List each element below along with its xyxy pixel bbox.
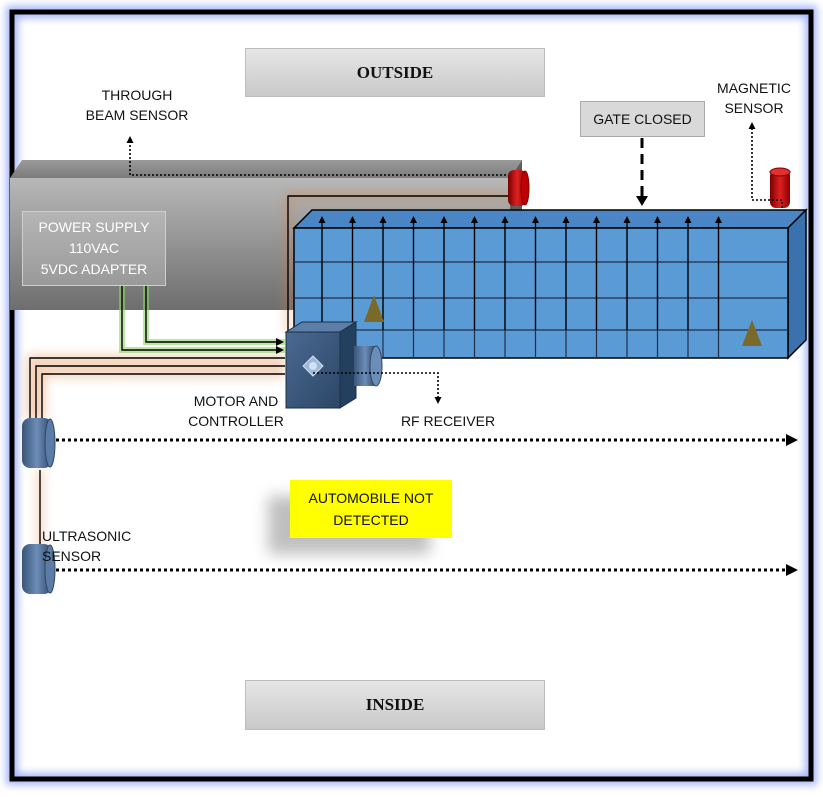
magnetic-sensor-label: MAGNETIC SENSOR: [717, 80, 791, 116]
outside-text: OUTSIDE: [356, 62, 434, 82]
gate-status-text: GATE CLOSED: [593, 111, 692, 127]
automobile-status-box: AUTOMOBILE NOT DETECTED: [290, 480, 452, 538]
outer-frame: [6, 6, 817, 785]
ultrasonic-emitter-upper: [22, 418, 56, 468]
ultrasonic-emitter-lower: [22, 544, 56, 594]
gate-stop-right: [742, 320, 762, 346]
leader-lines: [126, 122, 783, 404]
inside-label: INSIDE: [245, 680, 545, 730]
gate-stop-left: [364, 295, 384, 322]
green-wiring: [119, 285, 285, 354]
motor-controller-label: MOTOR AND CONTROLLER: [188, 393, 284, 429]
rf-receiver-label: RF RECEIVER: [400, 413, 496, 429]
inside-text: INSIDE: [365, 695, 425, 714]
gate-status-box: GATE CLOSED: [580, 101, 705, 137]
gate-arm: [292, 208, 808, 360]
through-beam-sensor-label: THROUGH BEAM SENSOR: [85, 87, 189, 123]
ultrasonic-sensor-label: ULTRASONIC SENSOR: [42, 528, 132, 564]
ultrasonic-beam-lower: [52, 561, 798, 579]
motor-and-controller: [284, 321, 383, 409]
power-supply-text: POWER SUPPLY 110VAC 5VDC ADAPTER: [38, 219, 150, 277]
through-beam-reflector: [508, 170, 530, 206]
gate-closed-arrow: [633, 138, 648, 206]
magnetic-sensor-reflector: [769, 167, 791, 208]
outside-label: OUTSIDE: [245, 48, 545, 97]
automobile-status-text: AUTOMOBILE NOT DETECTED: [308, 490, 434, 528]
power-supply-box: POWER SUPPLY 110VAC 5VDC ADAPTER: [22, 211, 166, 286]
ultrasonic-beam-upper: [52, 431, 798, 449]
